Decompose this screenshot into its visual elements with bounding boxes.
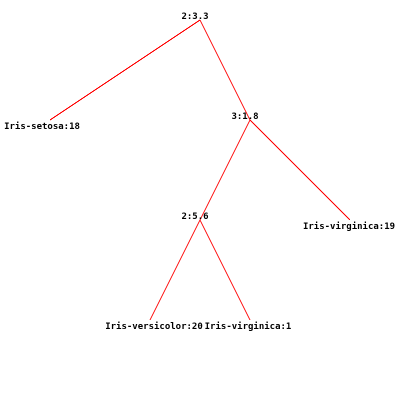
leaf-label-iris-versicolor-20: Iris-versicolor:20 — [105, 321, 203, 332]
edge-root-to-setosa — [49, 19, 201, 121]
edge-node-2-5-6-to-virginica-1 — [199, 219, 251, 321]
edge-node-2-5-6-to-versicolor — [149, 219, 201, 321]
internal-node-label-2-5-6: 2:5.6 — [181, 212, 208, 222]
edge-node-3-to-virginica-19 — [249, 119, 351, 221]
edge-node-3-to-node-2-5-6 — [199, 119, 251, 221]
root-node-label: 2:3.3 — [181, 12, 208, 22]
leaf-label-iris-virginica-1: Iris-virginica:1 — [205, 321, 292, 332]
leaf-label-iris-virginica-19: Iris-virginica:19 — [303, 221, 395, 232]
edge-root-to-node-3 — [199, 19, 251, 121]
leaf-label-iris-setosa-18: Iris-setosa:18 — [4, 121, 80, 132]
internal-node-label-3-1-8: 3:1.8 — [231, 112, 258, 122]
